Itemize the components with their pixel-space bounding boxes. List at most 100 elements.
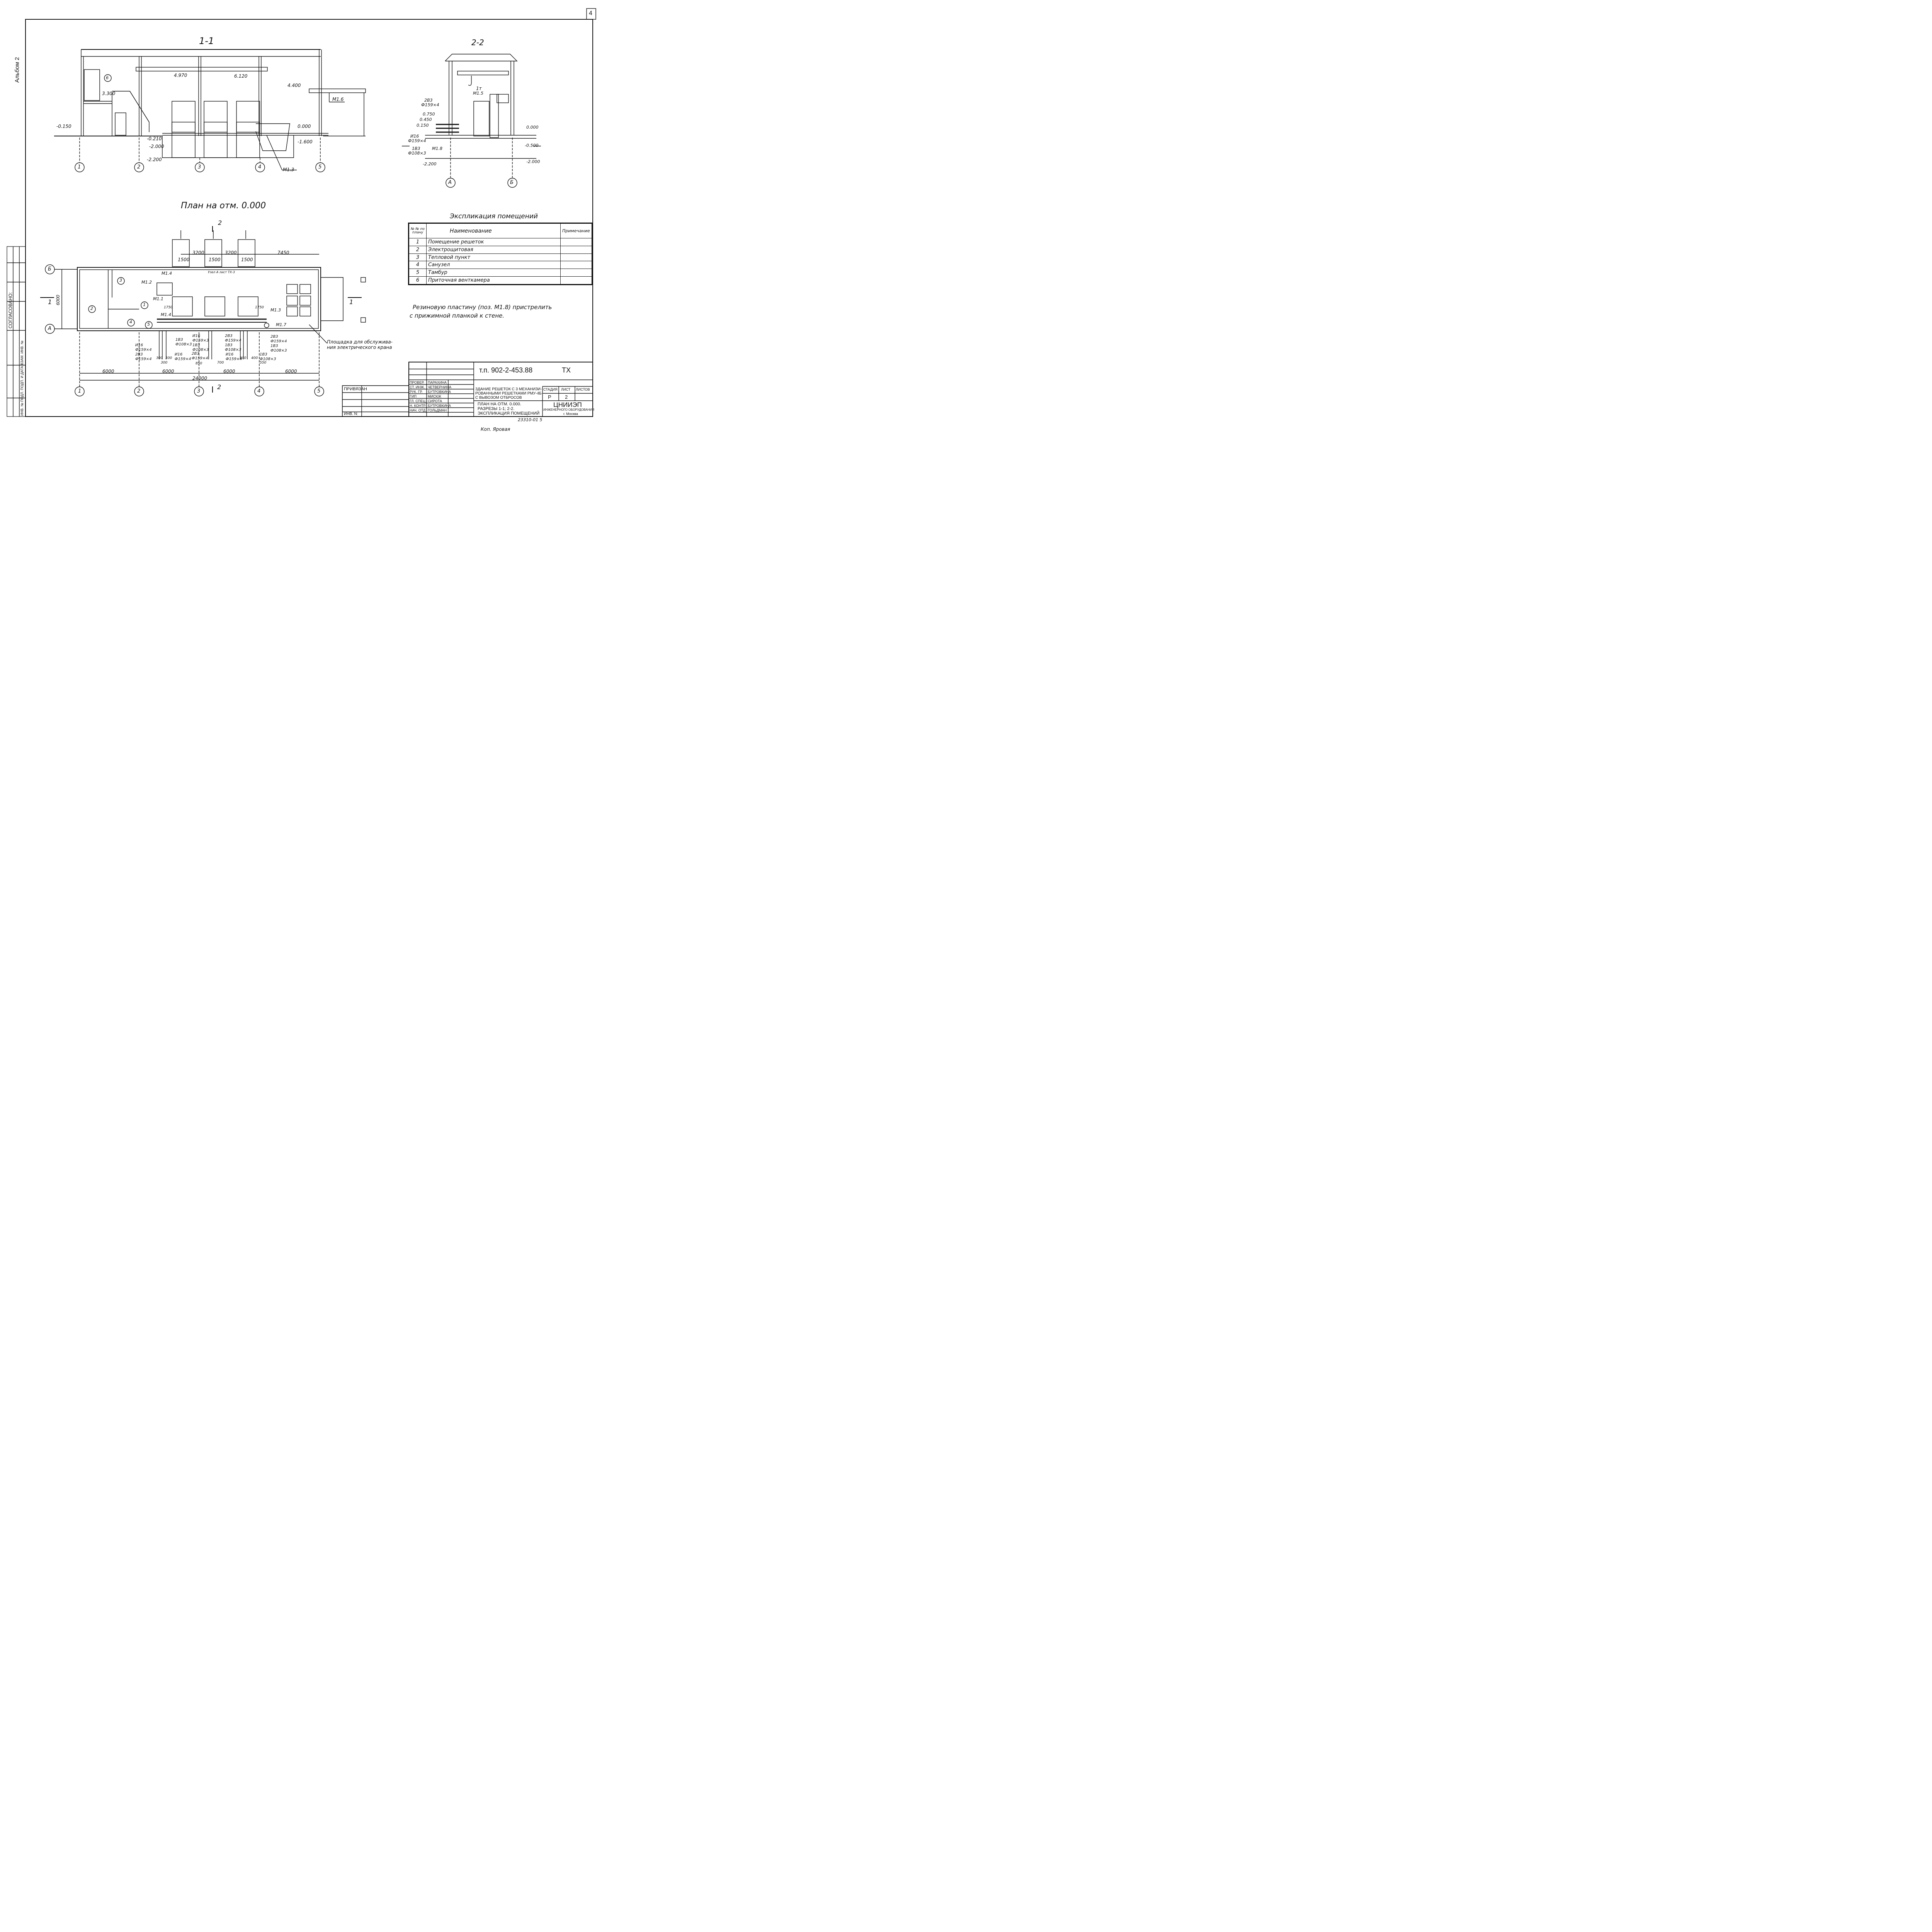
level-label: -0.500: [525, 143, 539, 148]
axis-label: Б: [48, 266, 51, 272]
mark-label: М1.3: [283, 167, 294, 172]
org-city: г. Москва: [563, 412, 578, 416]
section-2-2-title: 2-2: [471, 38, 484, 47]
org-name: ЦНИИЭП: [553, 401, 582, 408]
axis-label: 1: [78, 164, 81, 170]
mark-label: М1.4: [161, 312, 171, 317]
dimension: 6000: [162, 369, 174, 374]
note-line-1: Резиновую пластину (поз. М1.8) пристрели…: [413, 304, 552, 311]
col-header-name: Наименование: [426, 223, 561, 238]
object-description: ЗДАНИЕ РЕШЕТОК С 3 МЕХАНИЗИ-РОВАННЫМИ РЕ…: [475, 387, 542, 400]
cut-mark: 1: [349, 298, 354, 306]
dimension: 1750: [164, 306, 173, 310]
archive-number: 23310-01 5: [518, 417, 543, 422]
stage-header: СТАДИЯ: [543, 388, 558, 391]
axis-label: 2: [137, 164, 141, 170]
axis-label: 3: [197, 388, 201, 394]
level-label: -2.000: [526, 159, 540, 164]
axis-label: 4: [257, 388, 261, 394]
drawing-sheet: 4 Альбом 2 СОГЛАСОВАНО: ИНВ. № ПОДЛ. ПОД…: [0, 0, 597, 435]
mark-label: М1.7: [276, 322, 286, 327]
axis-label: 2: [137, 388, 141, 394]
drawing-mark: ТХ: [562, 366, 571, 374]
dimension: 7450: [277, 250, 289, 255]
axis-label: 4: [258, 164, 262, 170]
crane-capacity: 1т: [476, 86, 482, 91]
plan-graphics: [40, 226, 366, 396]
crane-mark: М1.5: [473, 91, 483, 96]
dimension: 6000: [55, 295, 61, 305]
cut-mark: 1: [48, 298, 52, 306]
level-label: 0.150: [417, 123, 429, 128]
level-label: -0.210: [147, 136, 162, 141]
mark-label: М1.2: [141, 280, 152, 285]
level-label: 0.000: [298, 124, 311, 129]
explication-title: Экспликация помещений: [450, 213, 538, 220]
pipe-label: 2В3: [424, 98, 433, 103]
level-label: 6.120: [234, 73, 248, 79]
dimension: 6000: [102, 369, 114, 374]
drawing-graphics: [7, 8, 596, 417]
plan-title: План на отм. 0.000: [181, 201, 266, 211]
room-tag: 3: [119, 278, 122, 283]
section-1-1-graphics: [54, 49, 366, 172]
node-reference: Узел А лист ТХ-3: [208, 270, 235, 274]
level-label: -1.600: [298, 139, 313, 145]
dimension: 700: [217, 361, 224, 365]
org-sub: ИНЖЕНЕРНОГО ОБОРУДОВАНИЯ: [543, 408, 594, 412]
cut-mark: 2: [218, 219, 222, 226]
mark-label: М1.4: [162, 271, 172, 276]
level-label: -2.000: [149, 144, 164, 149]
axis-label: 5: [317, 388, 321, 394]
section-2-2-graphics: [402, 54, 541, 188]
sheet-header: ЛИСТ: [561, 388, 571, 391]
axis-label: А: [48, 326, 51, 332]
dimension: 1500: [178, 257, 190, 262]
dimension: 3200: [225, 250, 237, 255]
level-label: 3.300: [102, 91, 116, 96]
level-label: 0.000: [526, 125, 539, 130]
mark-label: М1.1: [153, 296, 163, 301]
level-label: -0.150: [56, 124, 71, 129]
pipe-label: 1В3: [412, 146, 420, 151]
mark-label: М1.8: [432, 146, 442, 151]
platform-note: Площадка для обслужива-ния электрическог…: [327, 339, 393, 350]
title-block-graphics: [342, 362, 593, 417]
level-label: 0.750: [423, 112, 435, 117]
dimension: 6000: [285, 369, 297, 374]
level-label: 4.400: [287, 83, 301, 88]
dimension: 3200: [192, 250, 204, 255]
pipe-dia: Ф159×4: [421, 102, 439, 107]
note-line-2: с прижимной планкой к стене.: [410, 312, 505, 319]
inv-label: ИНВ. N:: [344, 412, 358, 416]
agreed-label: СОГЛАСОВАНО:: [8, 292, 13, 328]
pipe-dia: Ф159×4: [408, 138, 426, 143]
room-tag: 5: [147, 322, 150, 327]
dimension: 300: [156, 356, 163, 360]
sheets-header: ЛИСТОВ: [576, 388, 590, 391]
axis-label: 3: [198, 164, 201, 170]
dimension: 6000: [223, 369, 235, 374]
album-label: Альбом 2: [14, 57, 20, 83]
level-label: -2.200: [423, 162, 437, 167]
mark-label: М1.3: [270, 308, 281, 313]
axis-label: Б: [510, 180, 514, 185]
level-label: 0.450: [420, 117, 432, 122]
stage-value: Р: [548, 394, 551, 400]
pipe-dia: Ф108×3: [408, 151, 426, 156]
axis-label: 1: [78, 388, 82, 394]
